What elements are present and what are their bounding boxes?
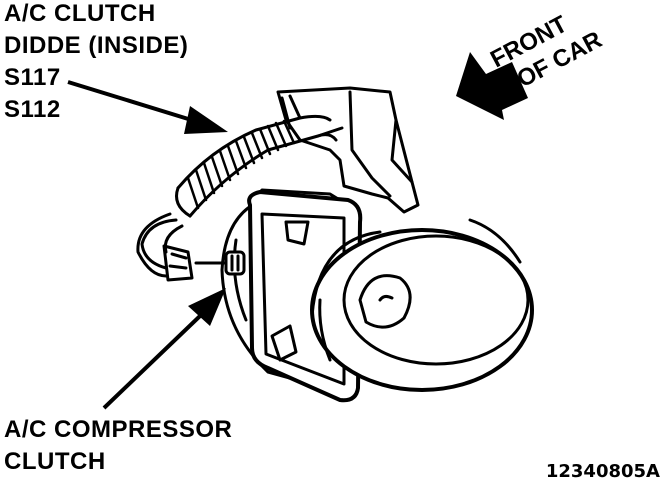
front-of-car-arrow-icon — [456, 52, 528, 120]
compressor-label-line2: CLUTCH — [4, 448, 106, 475]
harness-wrap-bands — [186, 119, 296, 210]
clutch-pulley — [310, 218, 534, 392]
diode-leader-arrow — [67, 80, 228, 134]
clutch-leader-arrow — [102, 288, 226, 410]
diode-label-line4: S112 — [4, 96, 61, 123]
diode-label-line2: DIDDE (INSIDE) — [4, 32, 189, 59]
mounting-bracket — [276, 86, 420, 214]
diode-label-line1: A/C CLUTCH — [4, 0, 156, 27]
figure-id: 12340805A — [545, 461, 660, 482]
harness-plug — [162, 244, 194, 282]
clutch-connector — [194, 250, 246, 276]
compressor-label-line1: A/C COMPRESSOR — [4, 416, 233, 443]
diode-label-line3: S117 — [4, 64, 61, 91]
harness-wires — [136, 212, 184, 278]
